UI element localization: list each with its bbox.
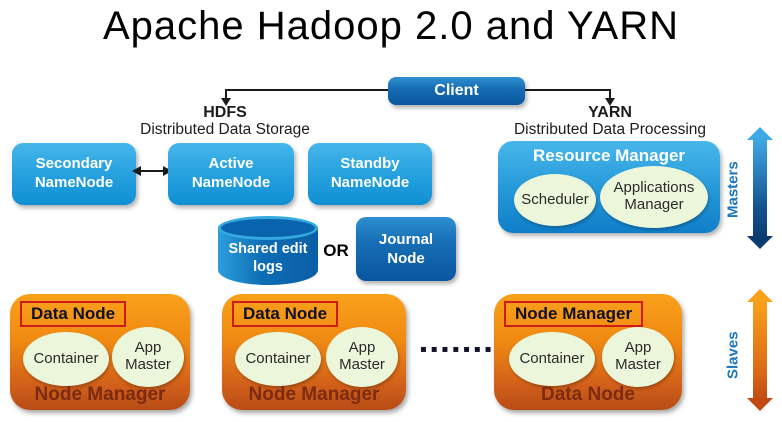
applications-manager-ellipse: Applications Manager [600,166,708,228]
masters-label: Masters [724,161,742,219]
worker-2-top-label: Data Node [232,301,339,327]
sync-arrow-left-head [132,166,141,176]
worker-2-app-master-ellipse: App Master [326,327,398,387]
or-label: OR [323,241,349,260]
cylinder-top [218,216,318,240]
client-yarn-line [525,89,610,91]
worker-3-top-label: Node Manager [504,301,644,327]
sync-arrow-right-head [163,166,172,176]
yarn-section-header: YARN Distributed Data Processing [500,104,720,139]
hdfs-subheading: Distributed Data Storage [140,121,310,138]
shared-edit-logs-cylinder: Shared edit logs [218,216,318,286]
diagram-title: Apache Hadoop 2.0 and YARN [102,4,680,48]
sync-arrow-line [139,170,165,172]
active-namenode: Active NameNode [168,143,294,205]
worker-2-container-ellipse: Container [235,332,321,386]
worker-node-3: Node Manager Container App Master Data N… [494,294,682,410]
masters-arrow-top-head [747,127,773,140]
shared-edit-logs-label: Shared edit logs [228,241,308,276]
yarn-heading: YARN [588,104,632,121]
worker-3-bottom-label: Data Node [541,384,635,405]
client-hdfs-arrowhead-icon [221,98,231,106]
client-node: Client [388,77,525,105]
client-hdfs-line-drop [225,89,227,99]
yarn-subheading: Distributed Data Processing [513,121,707,138]
masters-arrow-shaft [753,138,767,238]
journal-node: Journal Node [356,217,456,281]
worker-2-bottom-label: Node Manager [248,384,380,405]
worker-1-top-label: Data Node [20,301,127,327]
resource-manager-title: Resource Manager [532,146,686,165]
slaves-arrow-shaft [753,300,767,400]
client-hdfs-line [226,89,388,91]
resource-manager: Resource Manager Scheduler Applications … [498,141,720,233]
client-yarn-line-drop [609,89,611,99]
worker-node-2: Data Node Container App Master Node Mana… [222,294,406,410]
slaves-arrow-bottom-head [747,398,773,411]
slaves-label: Slaves [724,331,742,379]
secondary-namenode: Secondary NameNode [12,143,136,205]
ellipsis-dots: ▪▪▪▪▪▪▪ [420,344,496,355]
scheduler-ellipse: Scheduler [514,174,596,226]
worker-3-container-ellipse: Container [509,332,595,386]
hdfs-heading: HDFS [203,104,247,121]
worker-1-app-master-ellipse: App Master [112,327,184,387]
slaves-arrow-top-head [747,289,773,302]
slaves-arrow-icon [747,289,773,411]
standby-namenode: Standby NameNode [308,143,432,205]
worker-node-1: Data Node Container App Master Node Mana… [10,294,190,410]
sync-arrow-icon [132,165,172,177]
worker-1-container-ellipse: Container [23,332,109,386]
masters-arrow-icon [747,127,773,249]
worker-3-app-master-ellipse: App Master [602,327,674,387]
client-yarn-arrowhead-icon [605,98,615,106]
hdfs-section-header: HDFS Distributed Data Storage [115,104,335,139]
worker-1-bottom-label: Node Manager [34,384,166,405]
masters-arrow-bottom-head [747,236,773,249]
